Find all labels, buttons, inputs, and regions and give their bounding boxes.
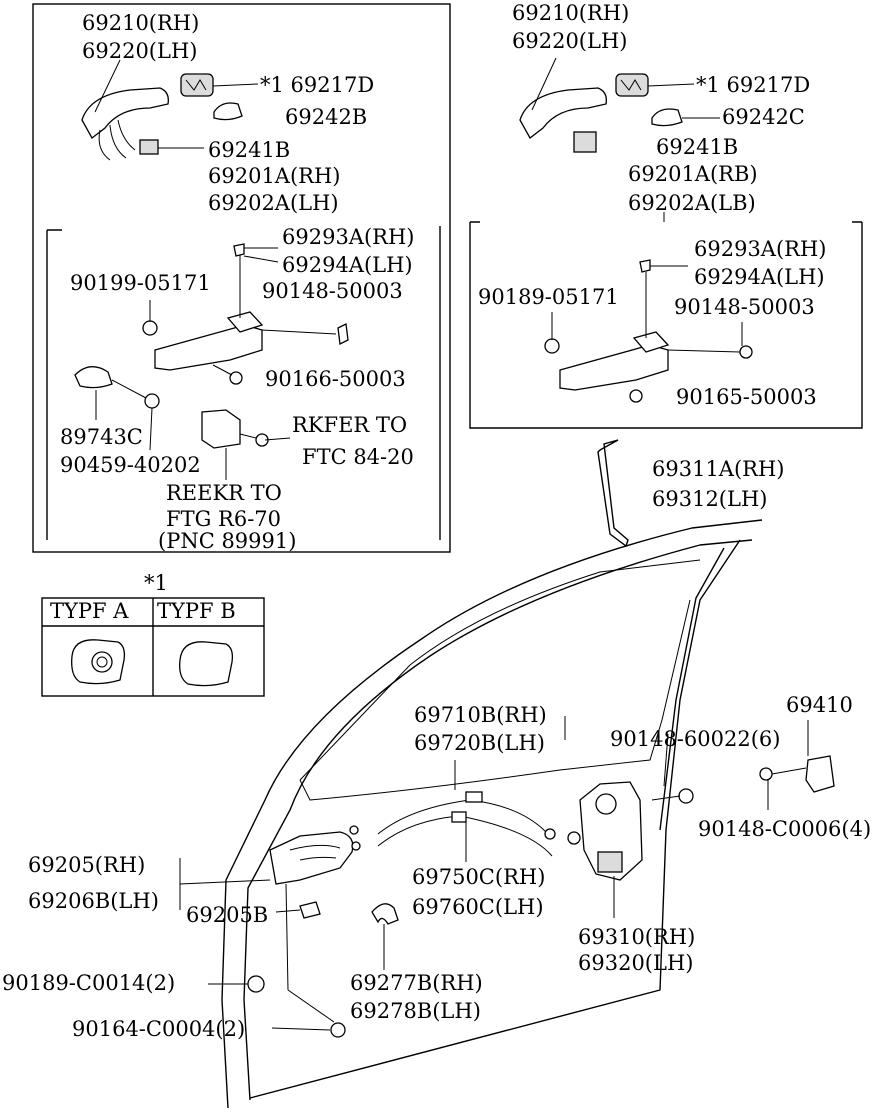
base-bracket-right <box>544 259 753 403</box>
label-tr-screw2: 90165-50003 <box>676 385 817 409</box>
label-cable-c-rh: 69750C(RH) <box>412 865 545 889</box>
label-type-marker: *1 <box>144 571 168 595</box>
label-tr-clip-lh: 69294A(LH) <box>694 265 825 289</box>
wire-harness-left <box>74 366 160 409</box>
door-outline <box>221 519 763 1109</box>
label-tr-handle-lh: 69220(LH) <box>512 29 627 53</box>
cap-part-right <box>651 108 683 127</box>
label-tl-pad: 69241B <box>208 138 290 162</box>
label-tl-screw3: 90459-40202 <box>60 453 201 477</box>
top-left-inner-bracket <box>46 226 441 540</box>
outer-handle-right <box>519 87 607 153</box>
labels-lower: 69710B(RH) 69720B(LH) 69410 90148-60022(… <box>2 693 871 1041</box>
inner-handle <box>269 825 361 919</box>
lock-rod <box>597 439 629 548</box>
lock-screw-part <box>678 788 694 804</box>
labels-top-left: 69210(RH) 69220(LH) *1 69217D 69242B 692… <box>60 11 414 553</box>
base-bracket-left <box>142 243 349 385</box>
outer-handle-left <box>81 87 169 161</box>
label-tl-bolt1: 90199-05171 <box>70 271 211 295</box>
label-clip-lh: 69278B(LH) <box>350 999 481 1023</box>
label-tl-ref-a1: RKFER TO <box>292 413 407 437</box>
label-cable-b-lh: 69720B(LH) <box>414 731 545 755</box>
label-tr-base-rb: 69201A(RB) <box>628 162 758 186</box>
label-tr-clip-rh: 69293A(RH) <box>694 237 826 261</box>
plug-part <box>247 975 265 993</box>
labels-top-right: 69210(RH) 69220(LH) *1 69217D 69242C 692… <box>478 1 826 409</box>
label-type-b: TYPF B <box>157 599 236 623</box>
small-bolt-part <box>330 1022 346 1038</box>
label-clip-rh: 69277B(RH) <box>350 971 483 995</box>
cover-part-right <box>615 73 649 97</box>
label-lock-rh: 69310(RH) <box>578 925 695 949</box>
label-inner-cover: 69205B <box>186 903 268 927</box>
type-b-cover-icon <box>179 641 234 687</box>
label-tr-screw1: 90148-50003 <box>674 295 815 319</box>
cable-clip <box>371 903 399 925</box>
label-rod-lh: 69312(LH) <box>652 487 767 511</box>
label-tl-cap: 69242B <box>285 105 367 129</box>
label-tl-handle-rh: 69210(RH) <box>82 11 199 35</box>
lock-actuator <box>567 781 643 881</box>
label-tl-ref-b1: REEKR TO <box>166 481 282 505</box>
label-tl-clip-lh: 69294A(LH) <box>282 253 413 277</box>
cap-part-left <box>213 102 243 121</box>
label-striker: 69410 <box>786 693 853 717</box>
label-plug: 90189-C0014(2) <box>2 971 175 995</box>
leader-lines-lower <box>179 716 809 1031</box>
label-type-a: TYPF A <box>50 599 129 623</box>
label-tl-ref-b3: (PNC 89991) <box>158 529 296 553</box>
label-tl-ref-b2: FTG R6-70 <box>166 507 281 531</box>
label-cable-c-lh: 69760C(LH) <box>412 895 544 919</box>
label-tr-cover: *1 69217D <box>696 73 810 97</box>
label-tl-ref-a2: FTC 84-20 <box>302 445 414 469</box>
label-rod-rh: 69311A(RH) <box>652 457 784 481</box>
label-tr-cap: 69242C <box>722 105 805 129</box>
striker-part <box>759 755 835 793</box>
label-tl-base-rh: 69201A(RH) <box>208 164 340 188</box>
label-lock-lh: 69320(LH) <box>578 951 693 975</box>
label-bolt-small: 90164-C0004(2) <box>72 1017 245 1041</box>
leader-lines-top-right <box>531 57 743 353</box>
label-tl-clip-rh: 69293A(RH) <box>282 225 414 249</box>
label-striker-screw: 90148-C0006(4) <box>698 817 871 841</box>
label-inner-handle-lh: 69206B(LH) <box>28 889 159 913</box>
label-tr-bolt1: 90189-05171 <box>478 285 619 309</box>
label-tl-screw1: 90148-50003 <box>262 279 403 303</box>
label-inner-handle-rh: 69205(RH) <box>28 853 145 877</box>
label-tl-handle-lh: 69220(LH) <box>82 39 197 63</box>
label-tl-screw2: 90166-50003 <box>265 367 406 391</box>
label-tl-base-lh: 69202A(LH) <box>208 191 339 215</box>
labels-middle: 69311A(RH) 69312(LH) *1 TYPF A TYPF B <box>50 457 784 623</box>
label-lock-screw: 90148-60022(6) <box>610 727 780 751</box>
connector-block-left <box>201 409 269 449</box>
label-tr-base-lb: 69202A(LB) <box>628 191 756 215</box>
top-right-inner-bracket <box>469 221 863 429</box>
label-tr-handle-rh: 69210(RH) <box>512 1 629 25</box>
top-left-detail-box <box>32 3 451 553</box>
label-tl-cover: *1 69217D <box>260 73 374 97</box>
label-tr-pad: 69241B <box>656 135 738 159</box>
cables <box>377 791 556 857</box>
leader-lines-top-left <box>94 59 291 480</box>
type-a-cover-icon <box>71 639 126 685</box>
label-cable-b-rh: 69710B(RH) <box>414 703 547 727</box>
cover-part-left <box>180 73 214 97</box>
label-tl-wire: 89743C <box>60 425 143 449</box>
